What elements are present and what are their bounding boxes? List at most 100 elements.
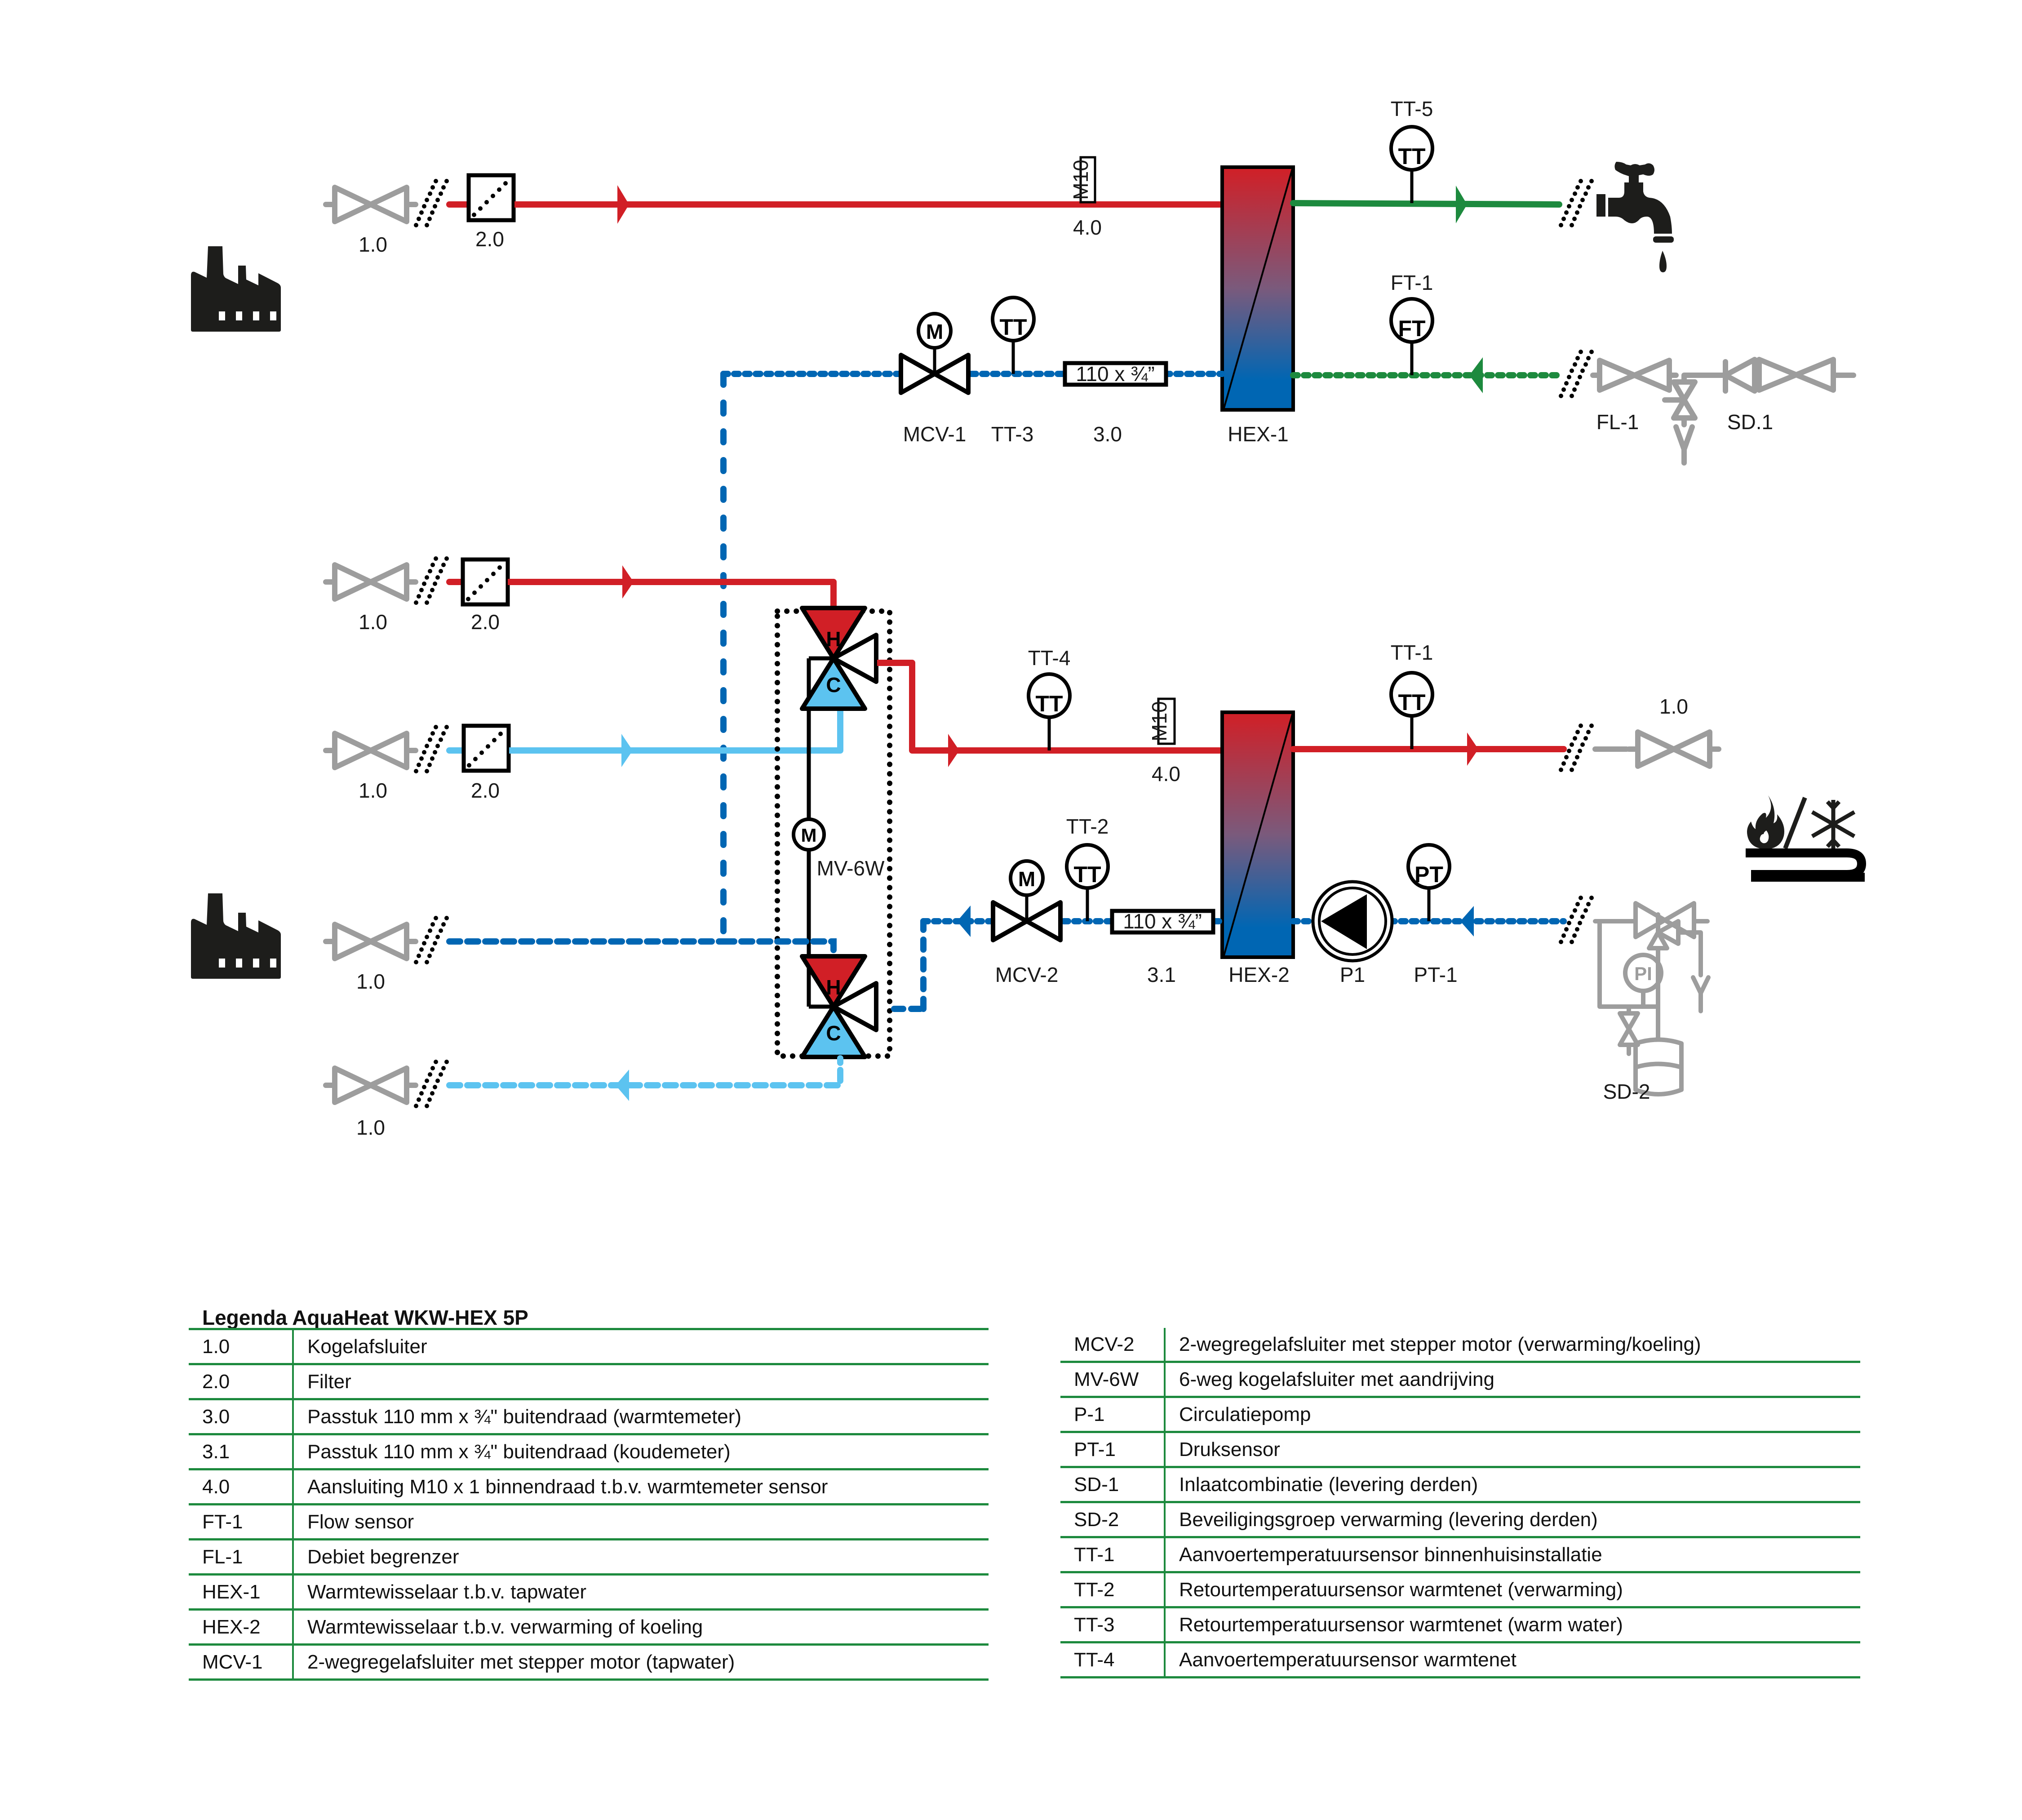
flow-arrow-icon: [621, 734, 633, 767]
svg-text:TT: TT: [999, 315, 1027, 340]
svg-text:H: H: [826, 976, 841, 999]
fit-3-0-label: 3.0: [1093, 422, 1122, 446]
hot-pipe: [508, 579, 837, 620]
fire-snowflake-floor-heating-icon: [1746, 795, 1867, 882]
fl1-label: FL-1: [1596, 410, 1639, 434]
tt2-label: TT-2: [1066, 815, 1109, 838]
mcv1-label: MCV-1: [903, 422, 967, 446]
flow-arrow-icon: [1469, 357, 1483, 393]
mcv2-label: MCV-2: [995, 963, 1059, 986]
hot-supply-pipe: [877, 660, 1224, 754]
valve-label: 1.0: [359, 610, 387, 634]
cold-pipe: [509, 694, 843, 754]
sd2-label: SD-2: [1603, 1080, 1650, 1103]
ball-valve-icon: [326, 1068, 416, 1102]
p1-label: P1: [1340, 963, 1365, 986]
factory-icon: [191, 246, 281, 332]
conn-4-0-label: 4.0: [1073, 216, 1102, 239]
valve-label: 1.0: [356, 970, 385, 993]
mv6w-label: MV-6W: [817, 857, 885, 880]
svg-text:TT: TT: [1398, 690, 1425, 715]
actuator-motor: [792, 817, 826, 852]
svg-text:H: H: [826, 627, 841, 651]
filter-label: 2.0: [475, 227, 504, 251]
svg-text:M: M: [926, 320, 943, 343]
factory-icon: [191, 893, 281, 979]
filter-icon: [463, 559, 508, 604]
pipe-break-icon: [414, 179, 449, 227]
flow-arrow-icon: [1460, 906, 1474, 937]
svg-text:PT: PT: [1415, 862, 1443, 887]
water-tap-icon: [1596, 162, 1674, 272]
flow-arrow-icon: [616, 1070, 629, 1101]
fitting-3-1: [1110, 909, 1215, 935]
ball-valve-icon: [326, 565, 416, 599]
ball-valve-icon: [326, 187, 416, 222]
svg-text:TT: TT: [1035, 691, 1063, 716]
svg-text:M10: M10: [1148, 701, 1171, 741]
tt5-label: TT-5: [1391, 97, 1433, 120]
conn-4-0-label: 4.0: [1152, 762, 1180, 786]
svg-text:110 x ¾”: 110 x ¾”: [1123, 910, 1202, 933]
filter-label: 2.0: [471, 610, 500, 634]
valve-label: 1.0: [359, 233, 387, 256]
flow-arrow-icon: [948, 734, 959, 767]
valve-label: 1.0: [359, 779, 387, 802]
svg-text:FT: FT: [1398, 316, 1425, 341]
hex1-label: HEX-1: [1228, 422, 1288, 446]
pipe-break-icon: [414, 1060, 449, 1108]
ft1-label: FT-1: [1391, 271, 1433, 294]
sd1-label: SD.1: [1727, 410, 1773, 434]
tt1-label: TT-1: [1391, 641, 1433, 664]
ball-valve-icon: [326, 733, 416, 768]
ball-valve-icon: [326, 924, 416, 959]
filter-icon: [469, 175, 514, 220]
fit-3-1-label: 3.1: [1147, 963, 1176, 986]
sd1-inlet-combination: [1590, 357, 1856, 466]
circulation-pump-p1: [1311, 880, 1394, 963]
pt1-label: PT-1: [1414, 963, 1457, 986]
svg-text:M: M: [801, 825, 817, 846]
pipe-break-icon: [414, 556, 449, 605]
m10-connection: [1157, 697, 1176, 745]
sd2-safety-group: [1593, 901, 1711, 1096]
hex2-label: HEX-2: [1228, 963, 1289, 986]
filter-label: 2.0: [471, 779, 500, 802]
tt4-label: TT-4: [1028, 646, 1071, 670]
pipe-break-icon: [414, 725, 449, 773]
svg-text:C: C: [826, 673, 841, 697]
fitting-3-0: [1063, 361, 1168, 387]
svg-text:C: C: [826, 1021, 841, 1045]
pipe-break-icon: [1559, 350, 1594, 398]
flow-arrow-icon: [1456, 186, 1467, 223]
tt3-label: TT-3: [991, 422, 1034, 446]
valve-label: 1.0: [1659, 695, 1688, 718]
svg-text:PI: PI: [1634, 963, 1652, 984]
ball-valve-icon: [1629, 732, 1719, 766]
svg-text:TT: TT: [1398, 144, 1425, 169]
svg-text:M: M: [1018, 867, 1035, 891]
valve-label: 1.0: [356, 1116, 385, 1139]
piping-diagram: M10 4.0 1.0 2.0 HEX-1 TT TT-5 M TT 110 x…: [191, 97, 1867, 1139]
flow-arrow-icon: [1467, 732, 1478, 766]
filter-icon: [464, 726, 509, 771]
flow-arrow-icon: [622, 565, 634, 599]
pipe-break-icon: [1559, 179, 1594, 227]
pipe-break-icon: [414, 916, 449, 964]
